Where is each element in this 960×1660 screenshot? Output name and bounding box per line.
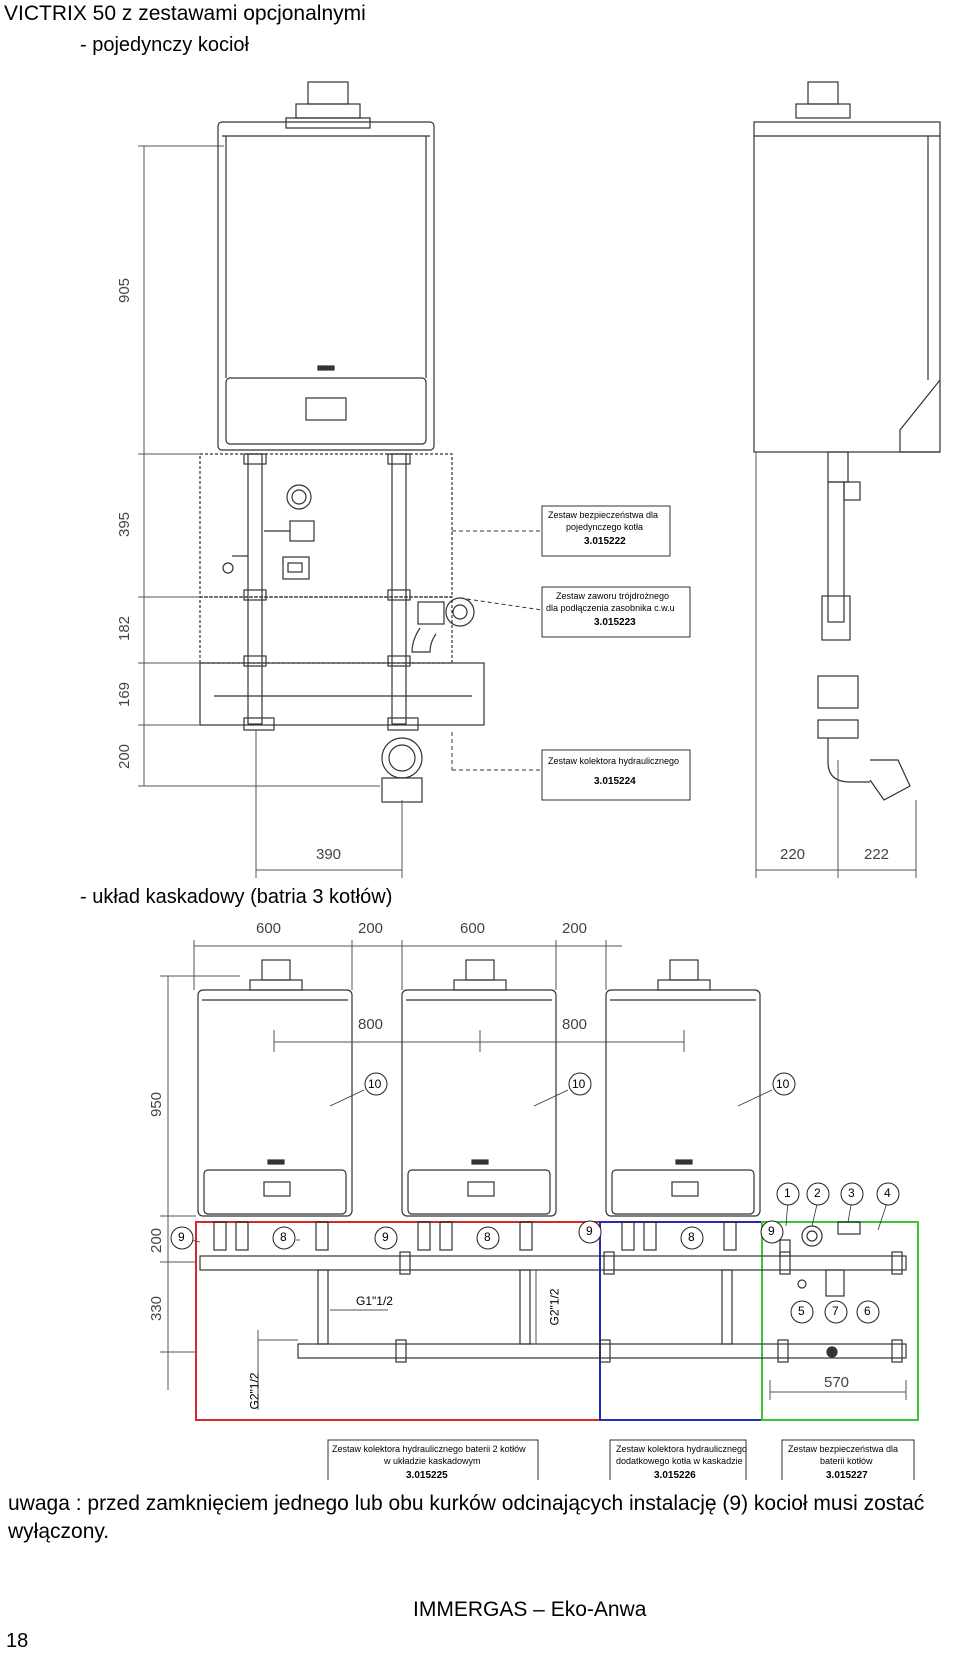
callout-cascade-3-line2: baterii kotłów [820, 1456, 873, 1466]
callout-single-1-code: 3.015222 [584, 536, 626, 547]
cascade-label: - układ kaskadowy (batria 3 kotłów) [80, 886, 393, 908]
item-number: 6 [864, 1304, 871, 1318]
dim-905: 905 [116, 277, 134, 304]
item-number: 8 [280, 1230, 287, 1244]
pipe-label-g1-1-2: G1"1/2 [356, 1294, 393, 1308]
warning-note: uwaga : przed zamknięciem jednego lub ob… [8, 1492, 925, 1543]
item-number: 2 [814, 1186, 821, 1200]
callout-single-3-code: 3.015224 [594, 776, 636, 787]
callout-cascade-2-line1: Zestaw kolektora hydraulicznego [616, 1444, 748, 1454]
dim-spacing-800-a: 800 [358, 1016, 384, 1033]
callout-cascade-1-line1: Zestaw kolektora hydraulicznego baterii … [332, 1444, 526, 1454]
page-title: VICTRIX 50 z zestawami opcjonalnymi [4, 2, 366, 25]
page-number: 18 [6, 1630, 29, 1652]
item-number: 10 [572, 1077, 586, 1091]
item-number: 9 [178, 1230, 185, 1244]
callout-single-2-line2: dla podłączenia zasobnika c.w.u [546, 603, 675, 613]
item-number: 1 [784, 1186, 791, 1200]
dim-cascade-200: 200 [148, 1227, 166, 1254]
item-number: 9 [586, 1224, 593, 1238]
callout-single-2-code: 3.015223 [594, 617, 636, 628]
callout-cascade-3-code: 3.015227 [826, 1470, 868, 1481]
item-number: 5 [798, 1304, 805, 1318]
dim-top-600-a: 600 [256, 920, 282, 937]
item-number: 8 [484, 1230, 491, 1244]
item-number: 7 [832, 1304, 839, 1318]
item-number: 9 [768, 1224, 775, 1238]
dim-cascade-330: 330 [148, 1295, 166, 1322]
dim-182: 182 [116, 615, 134, 642]
dim-spacing-800-b: 800 [562, 1016, 588, 1033]
cascade-drawing [160, 940, 919, 1480]
item-number: 10 [776, 1077, 790, 1091]
footer-brand: IMMERGAS – Eko-Anwa [413, 1598, 647, 1621]
dim-169: 169 [116, 681, 134, 708]
dim-top-600-b: 600 [460, 920, 486, 937]
item-number: 9 [382, 1230, 389, 1244]
callout-single-1-line2: pojedynczego kotła [566, 522, 644, 532]
dim-top-200-a: 200 [358, 920, 384, 937]
dim-222: 222 [864, 846, 890, 863]
pipe-label-g2-1-2-b: G2"1/2 [247, 1372, 262, 1410]
dim-570: 570 [824, 1374, 850, 1391]
item-number: 8 [688, 1230, 695, 1244]
item-number: 3 [848, 1186, 855, 1200]
dim-390: 390 [316, 846, 342, 863]
pipe-label-g2-1-2-a: G2"1/2 [547, 1288, 562, 1326]
callout-cascade-1-code: 3.015225 [406, 1470, 448, 1481]
dim-220: 220 [780, 846, 806, 863]
callout-single-3-line1: Zestaw kolektora hydraulicznego [548, 756, 680, 766]
callout-single-1-line1: Zestaw bezpieczeństwa dla [548, 510, 659, 520]
single-boiler-drawing [138, 81, 941, 878]
dim-950: 950 [148, 1091, 166, 1118]
callout-cascade-2-line2: dodatkowego kotła w kaskadzie [616, 1456, 743, 1466]
single-boiler-label: - pojedynczy kocioł [80, 34, 249, 56]
item-number: 4 [884, 1186, 891, 1200]
dim-395: 395 [116, 511, 134, 538]
callout-single-2-line1: Zestaw zaworu trójdrożnego [556, 591, 670, 601]
dim-200: 200 [116, 743, 134, 770]
callout-cascade-2-code: 3.015226 [654, 1470, 696, 1481]
dim-top-200-b: 200 [562, 920, 588, 937]
item-number: 10 [368, 1077, 382, 1091]
callout-cascade-1-line2: w układzie kaskadowym [384, 1456, 481, 1466]
callout-cascade-3-line1: Zestaw bezpieczeństwa dla [788, 1444, 899, 1454]
